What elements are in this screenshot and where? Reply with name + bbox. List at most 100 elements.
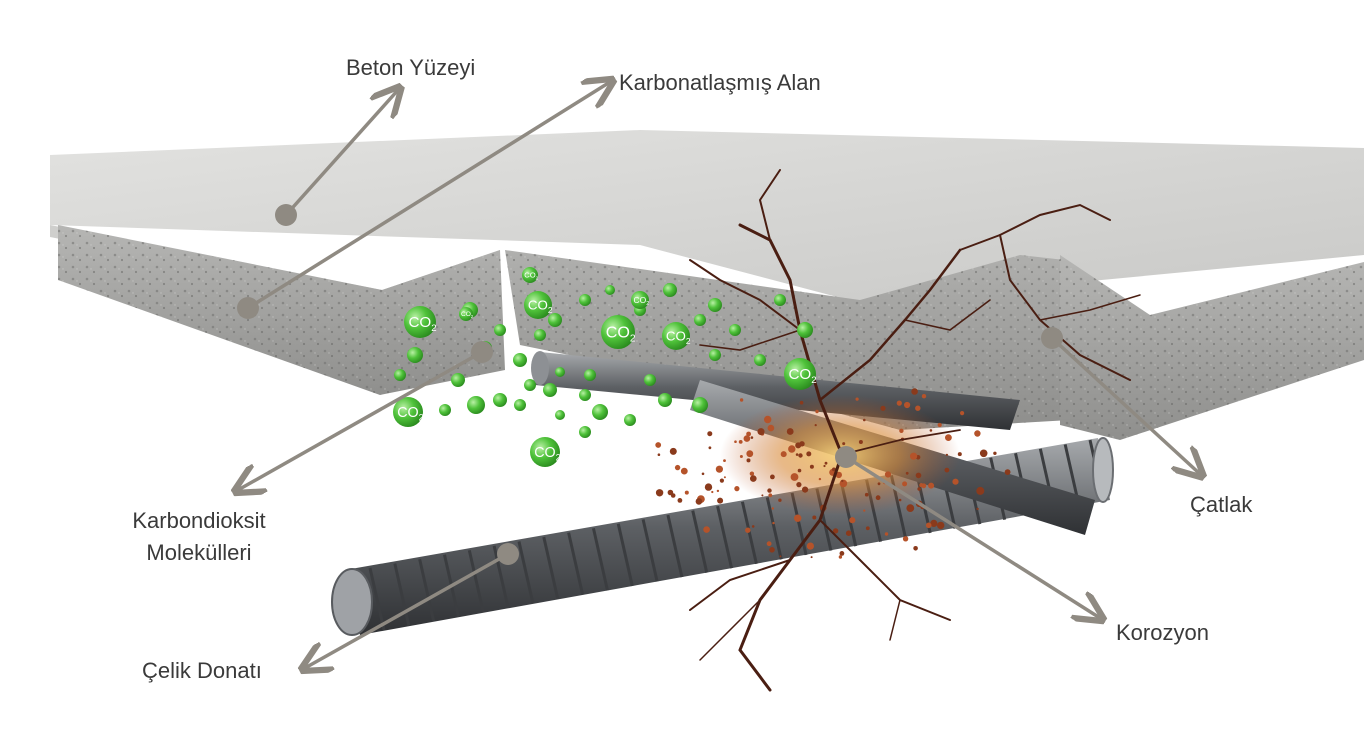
rust-particle <box>743 435 751 442</box>
rust-particle <box>884 471 892 478</box>
rust-particle <box>944 467 950 473</box>
label-co2-molecules: Karbondioksit Molekülleri <box>116 505 282 569</box>
co2-dot <box>467 396 485 414</box>
rust-particle <box>915 472 922 479</box>
co2-dot <box>493 393 507 407</box>
rust-particle <box>739 455 743 458</box>
co2-dot <box>663 283 677 297</box>
rust-particle <box>917 487 921 491</box>
rust-particle <box>877 482 881 486</box>
rebar-rib <box>492 545 510 609</box>
co2-dot <box>494 324 506 336</box>
rust-particle <box>993 451 997 455</box>
rust-particle <box>812 515 817 520</box>
rust-particle <box>945 434 952 441</box>
rebar-rib <box>418 558 436 622</box>
rust-particle <box>809 464 814 469</box>
rust-particle <box>863 509 866 512</box>
rebar-rib <box>517 541 535 604</box>
rust-particle <box>717 497 724 504</box>
co2-molecule-text: CO2 <box>666 328 691 346</box>
rust-particle <box>780 451 787 458</box>
rust-particle <box>896 400 902 406</box>
rust-particle <box>810 556 813 559</box>
rust-particle <box>930 519 938 528</box>
rust-particle <box>751 525 755 528</box>
rust-particle <box>670 493 676 498</box>
rust-particle <box>708 446 712 450</box>
leader-lines <box>238 82 1200 668</box>
rust-particle <box>790 473 799 481</box>
rust-particle <box>910 452 918 460</box>
rust-particle <box>764 415 772 424</box>
rust-particle <box>798 453 803 458</box>
rust-particle <box>902 481 908 487</box>
co2-dot <box>555 367 565 377</box>
rust-particle <box>904 401 911 409</box>
cracks <box>689 169 1141 692</box>
co2-dot <box>394 369 406 381</box>
rebar-rib <box>368 567 386 631</box>
co2-dot <box>555 410 565 420</box>
co2-molecule: CO2 <box>459 307 474 321</box>
co2-dot <box>605 285 615 295</box>
rust-particle <box>865 526 870 531</box>
rebar-rib <box>740 501 758 565</box>
co2-molecule-text: CO2 <box>606 323 636 344</box>
rust-particle <box>655 442 662 448</box>
rust-particle <box>715 465 724 473</box>
rust-particle <box>884 532 889 536</box>
rust-particle <box>913 546 918 551</box>
co2-dot <box>774 294 786 306</box>
rust-particle <box>976 486 985 495</box>
rust-particle <box>839 551 845 556</box>
co2-dot <box>579 426 591 438</box>
rust-particle <box>739 398 744 402</box>
co2-molecule: CO2 <box>530 437 561 467</box>
rebar-rib <box>591 527 609 591</box>
rust-particle <box>701 472 705 476</box>
rust-particle <box>832 528 839 534</box>
co2-molecule-text: CO2 <box>534 445 560 463</box>
rust-particle <box>845 530 852 536</box>
rust-particle <box>772 521 775 525</box>
rust-particle <box>703 526 710 533</box>
rust-particle <box>823 464 826 468</box>
rust-particle <box>925 522 932 529</box>
rust-particle <box>695 498 703 505</box>
co2-molecule-text: CO2 <box>408 314 436 334</box>
rust-particle <box>680 467 688 475</box>
co2-dot <box>534 329 546 341</box>
rust-particle <box>757 428 765 436</box>
rust-particle <box>875 495 881 501</box>
rust-particle <box>929 429 933 432</box>
co2-dot <box>439 404 451 416</box>
label-co2-molecules-line1: Karbondioksit <box>132 508 266 533</box>
rust-particle <box>766 541 772 547</box>
rust-particle <box>806 451 812 457</box>
rust-particle <box>880 405 886 411</box>
rust-particle <box>778 498 782 502</box>
rust-particle <box>864 492 869 497</box>
rust-particle <box>707 431 713 437</box>
rust-particle <box>750 475 757 482</box>
co2-dot <box>624 414 636 426</box>
rust-particle <box>767 488 772 493</box>
rust-particle <box>768 493 773 498</box>
co2-dot <box>451 373 465 387</box>
rust-particle <box>657 453 661 457</box>
rust-particle <box>786 428 794 435</box>
rebar-rib <box>691 510 709 573</box>
co2-molecule-text: CO2 <box>461 311 474 319</box>
rust-particle <box>937 521 945 530</box>
co2-dot <box>584 369 596 381</box>
rust-particle <box>746 431 751 437</box>
rust-particle <box>716 489 720 493</box>
rust-particle <box>738 440 743 444</box>
rust-particle <box>818 477 822 481</box>
rust-particle <box>976 507 979 511</box>
rust-particle <box>795 442 802 449</box>
rust-particle <box>794 514 802 522</box>
rust-particle <box>795 453 799 456</box>
